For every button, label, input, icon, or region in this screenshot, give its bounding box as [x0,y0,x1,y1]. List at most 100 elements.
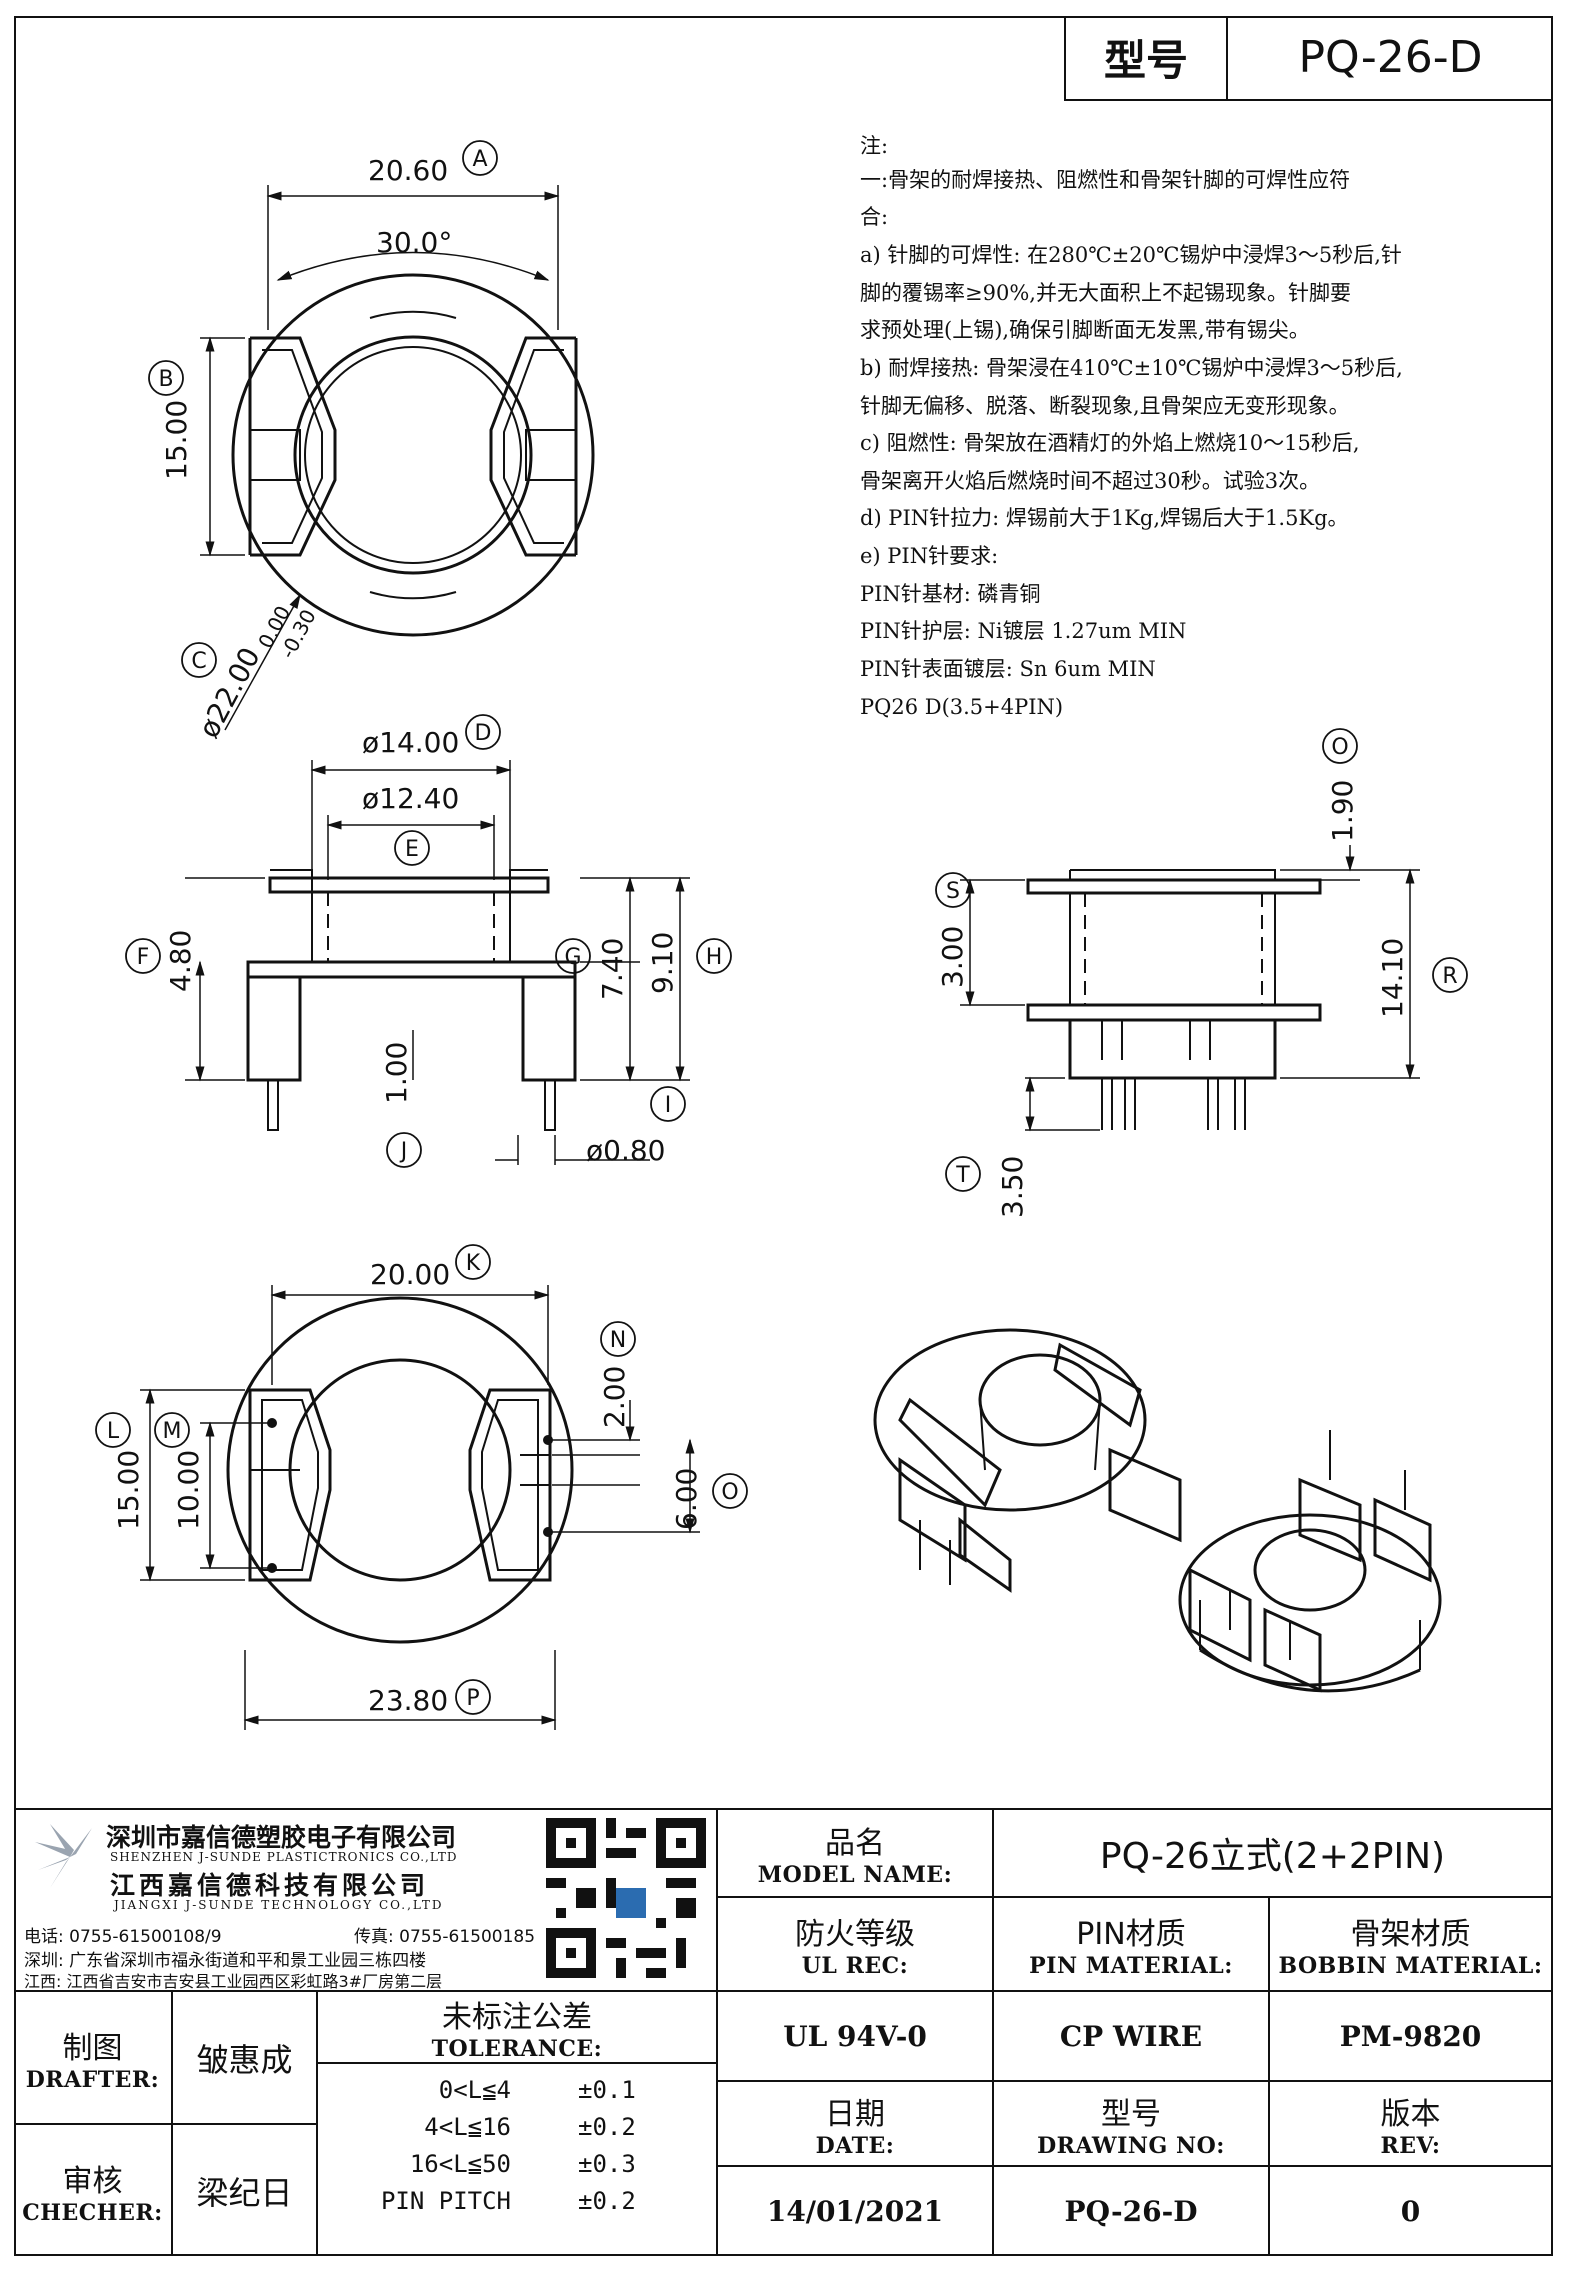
drawing-no-label: 型号 DRAWING NO: [994,2082,1268,2165]
tolerance-label-en: TOLERANCE: [431,2036,603,2062]
technical-drawing: A B C D E F G H I J O S R T K L M N O P … [95,140,1468,1730]
drawing-no-label-cn: 型号 [1101,2096,1161,2132]
tolerance-range: PIN PITCH [380,2187,511,2215]
company-name-cn-2: 江西嘉信德科技有限公司 [110,1871,430,1900]
date-label: 日期 DATE: [718,2082,992,2165]
side-view [960,845,1420,1132]
dim-letter-G: G [564,945,581,970]
header-divider [1226,16,1228,99]
dim-M: 10.00 [172,1450,205,1530]
model-name-value: PQ-26立式(2+2PIN) [994,1810,1551,1896]
bottom-view [140,1285,700,1730]
dim-F: 4.80 [164,930,197,992]
dim-letter-I: I [665,1093,672,1118]
dim-O: 6.00 [670,1468,703,1530]
model-name-label: 品名 MODEL NAME: [718,1810,992,1896]
date-value: 14/01/2021 [766,2195,944,2228]
pin-material-value: CP WIRE [1059,2019,1203,2053]
tb-line [716,2080,1551,2082]
drawing-no-value: PQ-26-D [1064,2195,1198,2228]
note-line: a) 针脚的可焊性: 在280℃±20℃锡炉中浸焊3～5秒后,针 [860,243,1402,267]
tolerance-value: ±0.2 [578,2187,636,2215]
qr-code-icon [546,1818,706,1978]
pin-material-label-en: PIN MATERIAL: [1029,1953,1233,1979]
dim-letter-O: O [721,1480,738,1505]
rev-value: 0 [1400,2195,1421,2228]
note-line: 一:骨架的耐焊接热、阻燃性和骨架针脚的可焊性应符 [860,168,1351,192]
note-line: 求预处理(上锡),确保引脚断面无发黑,带有锡尖。 [860,318,1310,342]
tb-line [316,1992,318,2256]
dim-letter-C: C [191,649,206,674]
dimension-letter-circles [95,140,1468,1715]
note-line: 脚的覆锡率≥90%,并无大面积上不起锡现象。针脚要 [860,281,1351,305]
tb-line [14,2123,316,2125]
tolerance-value: ±0.2 [578,2113,636,2141]
dim-letter-N: N [610,1328,626,1353]
company-name-cn-1: 深圳市嘉信德塑胶电子有限公司 [106,1823,457,1852]
company-logo-icon [30,1822,110,1892]
tb-line [716,1810,718,2256]
dim-P: 23.80 [368,1684,448,1717]
dim-letter-S: S [946,879,960,904]
dim-S: 3.00 [936,926,969,988]
dim-A: 20.60 [368,154,448,187]
checker-label-en: CHECHER: [22,2199,163,2226]
tb-line [171,1992,173,2256]
header-model-label: 型号 [1103,36,1188,85]
isometric-view-2 [1178,1430,1442,1693]
note-line: b) 耐焊接热: 骨架浸在410℃±10℃锡炉中浸焊3～5秒后, [860,356,1403,380]
tolerance-value: ±0.1 [578,2076,636,2104]
drawing-frame [14,16,1553,2256]
rev-label-en: REV: [1380,2132,1441,2159]
tolerance-range: 0<L≦4 [438,2076,511,2104]
tolerance-table: 0<L≦4 ±0.1 4<L≦16 ±0.2 16<L≦50 ±0.3 PIN … [318,2066,716,2256]
date-label-cn: 日期 [825,2096,885,2132]
dim-letter-E: E [405,837,419,862]
rev-label-cn: 版本 [1380,2096,1441,2132]
company-address-jiangxi: 江西: 江西省吉安市吉安县工业园西区彩虹路3#厂房第二层 [24,1972,443,1991]
front-section-view [185,760,690,1165]
title-block: 深圳市嘉信德塑胶电子有限公司 SHENZHEN J-SUNDE PLASTICT… [14,1808,1553,2256]
checker-label: 审核 CHECHER: [14,2125,171,2256]
bobbin-material-label-cn: 骨架材质 [1350,1917,1471,1952]
dimension-letters: A B C D E F G H I J O S R T K L M N O P [107,147,1458,1711]
dim-H: 9.10 [646,932,679,994]
tolerance-range: 16<L≦50 [409,2150,511,2178]
note-line: PIN针护层: Ni镀层 1.27um MIN [860,619,1187,643]
dim-D: ø14.00 [362,726,459,759]
dim-letter-D: D [475,721,492,746]
model-name-label-en: MODEL NAME: [757,1862,953,1888]
tolerance-value: ±0.3 [578,2150,636,2178]
dim-letter-J: J [399,1139,408,1164]
note-line: c) 阻燃性: 骨架放在酒精灯的外焰上燃烧10～15秒后, [860,431,1360,455]
dim-letter-O-top: O [1331,735,1348,760]
rev-label: 版本 REV: [1270,2082,1551,2165]
dim-letter-A: A [472,147,487,172]
bobbin-material-label: 骨架材质 BOBBIN MATERIAL: [1270,1898,1551,1990]
note-line: PIN针基材: 磷青铜 [860,582,1041,606]
drafter-label-cn: 制图 [62,2030,123,2066]
company-address-shenzhen: 深圳: 广东省深圳市福永街道和平和景工业园三栋四楼 [24,1951,427,1971]
bobbin-material-value: PM-9820 [1339,2019,1482,2053]
dim-angle: 30.0° [376,226,452,259]
tb-line [316,2062,716,2064]
dim-letter-R: R [1442,964,1457,989]
note-line: 骨架离开火焰后燃烧时间不超过30秒。试验3次。 [860,469,1321,493]
dim-R: 14.10 [1376,938,1409,1018]
dim-G: 7.40 [596,938,629,1000]
drafter-value: 皱惠成 [196,2040,293,2079]
note-line: PQ26 D(3.5+4PIN) [860,695,1064,719]
dim-I: ø0.80 [586,1134,665,1167]
dim-letter-F: F [137,945,150,970]
dim-letter-T: T [955,1163,970,1188]
dim-O-top: 1.90 [1326,780,1359,842]
drafter-label-en: DRAFTER: [25,2066,160,2093]
dim-letter-L: L [107,1419,120,1444]
company-name-en-1: SHENZHEN J-SUNDE PLASTICTRONICS CO.,LTD [110,1850,458,1864]
header-model-value: PQ-26-D [1298,32,1483,83]
model-name-label-cn: 品名 [825,1826,885,1861]
tb-line [716,1896,1551,1898]
pin-material-label-cn: PIN材质 [1076,1917,1186,1952]
tb-line [992,1810,994,2256]
note-line: 合: [860,205,889,229]
